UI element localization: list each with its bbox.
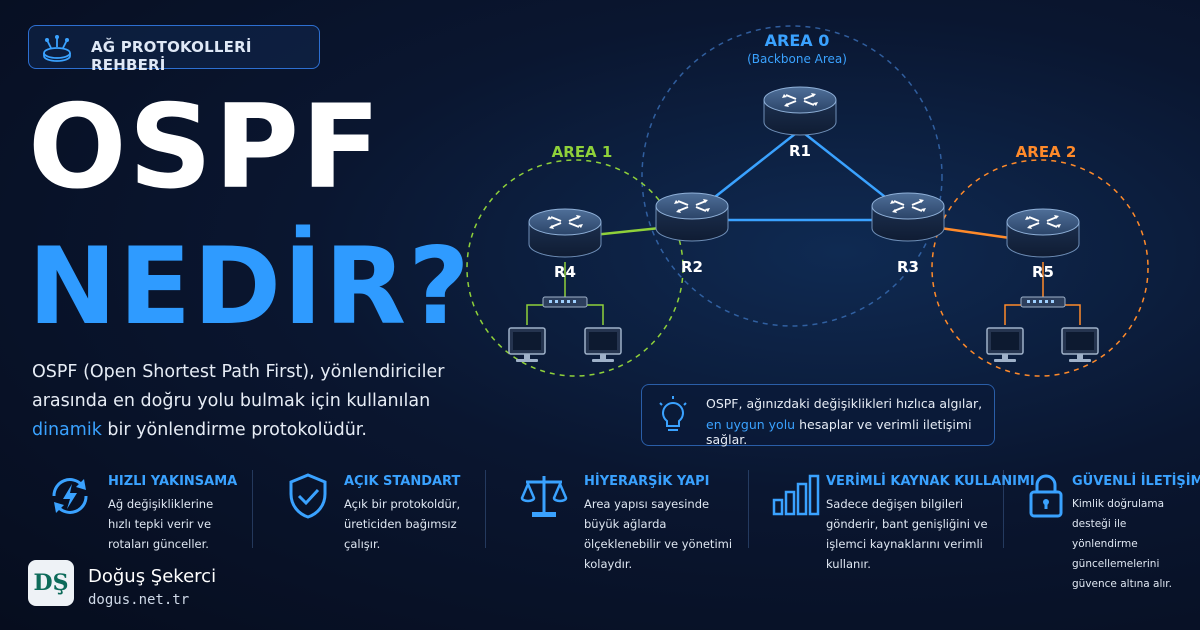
feature-3-text: Area yapısı sayesinde büyük ağlarda ölçe… [584,497,733,571]
feature-4-text: Sadece değişen bilgileri gönderir, bant … [826,497,988,571]
feature-1-title: HIZLI YAKINSAMA [108,474,238,489]
router-r5-label: R5 [1032,263,1054,281]
area-2-pc-1 [986,327,1024,363]
router-icon [43,35,71,62]
feature-5-text: Kimlik doğrulama desteği ile yönlendirme… [1072,498,1172,590]
area-2-switch [1020,296,1066,308]
feature-efficient-resources: VERİMLİ KAYNAK KULLANIMI Sadece değişen … [768,470,1035,571]
description: OSPF (Open Shortest Path First), yönlend… [32,358,472,445]
divider-2 [485,470,486,548]
description-part-2: bir yönlendirme protokolüdür. [101,420,367,440]
info-line-1: OSPF, ağınızdaki değişiklikleri hızlıca … [706,396,983,411]
sync-bolt-icon [52,478,88,514]
info-line-2-text: hesaplar ve verimli iletişimi sağlar. [706,417,972,447]
lightbulb-icon [659,396,687,431]
router-r4 [528,208,602,258]
divider-4 [1003,470,1004,548]
feature-5-title: GÜVENLİ İLETİŞİM [1072,474,1200,489]
area-1-label: AREA 1 [552,143,613,161]
feature-4-title: VERİMLİ KAYNAK KULLANIMI [826,474,1035,489]
feature-secure-communication: GÜVENLİ İLETİŞİM Kimlik doğrulama desteğ… [1020,470,1200,590]
author-name: Doğuş Şekerci [88,566,217,587]
area-1-boundary [466,159,684,377]
area-2-lan [1004,262,1081,325]
title-line-2: NEDİR? [28,225,472,348]
author-logo: DŞ [28,560,74,606]
shield-check-icon [289,473,327,519]
area-2-label: AREA 2 [1016,143,1077,161]
feature-2-title: AÇIK STANDART [344,474,461,489]
divider-3 [748,470,749,548]
router-r2-label: R2 [681,258,703,276]
router-r3 [871,192,945,242]
info-box: OSPF, ağınızdaki değişiklikleri hızlıca … [641,384,995,447]
feature-fast-convergence: HIZLI YAKINSAMA Ağ değişikliklerine hızl… [44,470,244,560]
badge-label: AĞ PROTOKOLLERİ REHBERİ [91,38,252,74]
description-highlight: dinamik [32,420,102,440]
router-r5 [1006,208,1080,258]
feature-hierarchical: HİYERARŞİK YAPI Area yapısı sayesinde bü… [518,470,738,571]
area-2-boundary [931,159,1149,377]
area-1-switch [542,296,588,308]
feature-open-standard: AÇIK STANDART Açık bir protokoldür, üret… [282,470,482,560]
area-0-label: AREA 0 [765,31,830,50]
area-2-pc-2 [1061,327,1099,363]
router-r1-label: R1 [789,142,811,160]
link-r3-r5 [939,226,1011,240]
router-r3-label: R3 [897,258,919,276]
router-r2 [655,192,729,242]
feature-3-title: HİYERARŞİK YAPI [584,474,710,489]
area-0-sub-label: (Backbone Area) [747,52,847,66]
area-1-pc-2 [584,327,622,363]
feature-2-text: Açık bir protokoldür, üreticiden bağımsı… [344,497,461,551]
router-r1 [763,86,837,136]
area-0-boundary [641,25,943,327]
router-r4-label: R4 [554,263,576,281]
divider-1 [252,470,253,548]
description-part-1: OSPF (Open Shortest Path First), yönlend… [32,362,445,411]
bar-chart-icon [772,474,820,516]
feature-1-text: Ağ değişikliklerine hızlı tepki verir ve… [108,497,214,551]
author-site-link[interactable]: dogus.net.tr [88,592,190,608]
info-highlight: en uygun yolu [706,417,796,432]
title-line-1: OSPF [28,80,383,215]
guide-badge: AĞ PROTOKOLLERİ REHBERİ [28,25,320,74]
area-1-lan [526,262,604,325]
balance-scale-icon [520,476,568,517]
lock-icon [1029,474,1063,518]
info-line-2: en uygun yolu hesaplar ve verimli iletiş… [706,417,994,447]
